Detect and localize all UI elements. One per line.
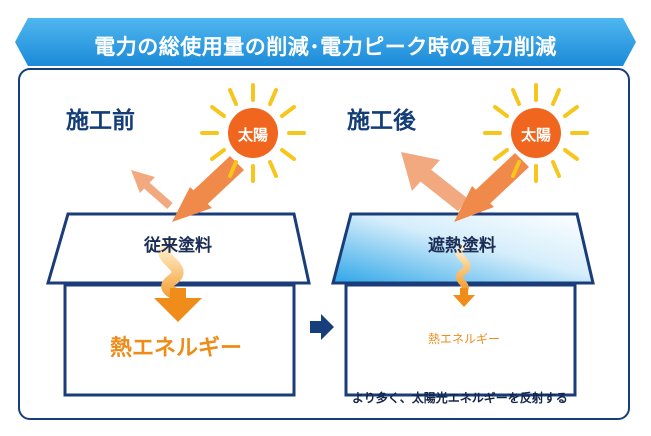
before-label: 施工前 bbox=[66, 108, 135, 134]
heat-arrow-before bbox=[154, 288, 202, 322]
banner-title: 電力の総使用量の削減･電力ピーク時の電力削減 bbox=[94, 35, 557, 59]
sun-after bbox=[483, 83, 589, 183]
transition-arrow bbox=[310, 314, 334, 340]
heat-wave-after bbox=[455, 243, 471, 294]
sun-before bbox=[200, 83, 306, 183]
after-label: 施工後 bbox=[347, 108, 416, 134]
sun-label-before: 太陽 bbox=[237, 126, 268, 144]
reflection-caption: より多く、太陽光エネルギーを反射する bbox=[352, 391, 568, 405]
heat-label-after: 熱エネルギー bbox=[428, 332, 501, 346]
roof-label-after: 遮熱塗料 bbox=[428, 236, 496, 256]
sunlight-arrow-after bbox=[454, 153, 529, 222]
title-banner bbox=[15, 18, 636, 66]
sunlight-arrow-before bbox=[172, 156, 244, 222]
sun-label-after: 太陽 bbox=[520, 126, 551, 144]
reflected-arrow-after bbox=[401, 152, 468, 212]
heat-arrow-after bbox=[453, 288, 475, 307]
heat-label-before: 熱エネルギー bbox=[110, 336, 243, 361]
roof-label-before: 従来塗料 bbox=[144, 236, 212, 256]
reflected-arrow-before bbox=[131, 170, 173, 210]
